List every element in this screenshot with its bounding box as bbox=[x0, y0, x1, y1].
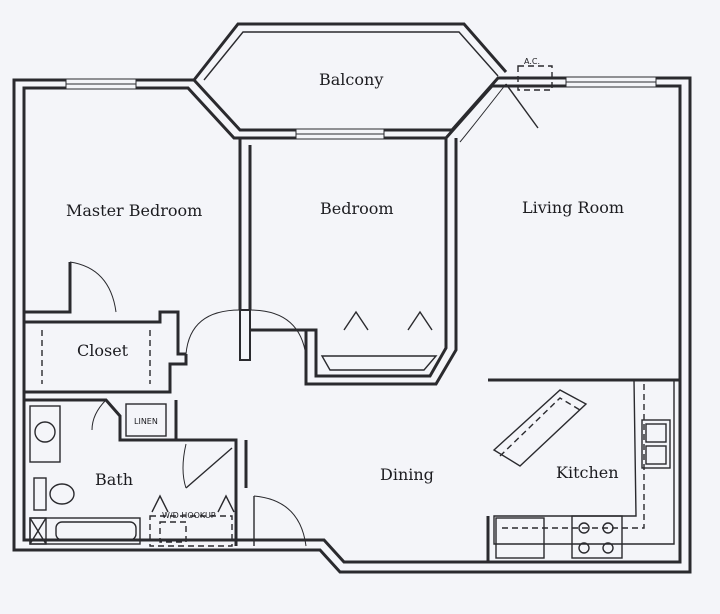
bedroom-closet bbox=[320, 310, 438, 371]
bath-fixtures bbox=[29, 405, 141, 545]
ac-label: A.C. bbox=[524, 57, 540, 66]
balcony-label: Balcony bbox=[319, 70, 383, 89]
kitchen-label: Kitchen bbox=[556, 463, 619, 482]
ac-unit: A.C. bbox=[517, 57, 553, 91]
closet-label: Closet bbox=[77, 341, 129, 360]
closet-door bbox=[69, 261, 117, 313]
exterior-walls bbox=[12, 76, 692, 574]
wd-hookup-label: W/D HOOKUP bbox=[162, 511, 216, 520]
living-room-label: Living Room bbox=[522, 198, 624, 217]
entry-door bbox=[253, 495, 307, 547]
room-labels: Balcony Master Bedroom Bedroom Living Ro… bbox=[66, 70, 624, 489]
kitchen-fixtures bbox=[492, 379, 675, 559]
master-bedroom-label: Master Bedroom bbox=[66, 201, 202, 220]
balcony-door bbox=[459, 83, 539, 143]
master-door bbox=[185, 309, 241, 355]
dining-label: Dining bbox=[380, 465, 434, 484]
bedroom-door bbox=[249, 309, 307, 357]
linen-label: LINEN bbox=[134, 417, 158, 426]
wd-hookup: W/D HOOKUP bbox=[149, 494, 235, 547]
bath-door bbox=[182, 443, 233, 489]
linen-closet: LINEN bbox=[91, 399, 167, 437]
interior-walls bbox=[24, 138, 680, 562]
bath-label: Bath bbox=[95, 470, 133, 489]
bedroom-label: Bedroom bbox=[320, 199, 394, 218]
balcony-outline bbox=[192, 22, 508, 81]
windows bbox=[65, 76, 657, 140]
